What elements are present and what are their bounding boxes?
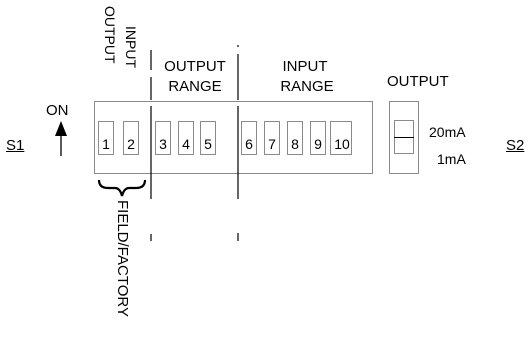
output-right-label: OUTPUT xyxy=(387,73,449,90)
dip-number-3: 3 xyxy=(159,136,167,152)
dip-switch-5[interactable] xyxy=(200,121,216,155)
dip-switch-7[interactable] xyxy=(264,121,280,155)
dip-switch-3[interactable] xyxy=(155,121,171,155)
s1-label: S1 xyxy=(6,137,25,154)
input-range-label-line1: INPUT xyxy=(282,58,328,75)
dip-switch-2[interactable] xyxy=(123,121,139,155)
dip-number-4: 4 xyxy=(182,136,190,152)
dip-number-10: 10 xyxy=(334,136,350,152)
s2-label: S2 xyxy=(506,137,525,154)
dip-switch-8[interactable] xyxy=(287,121,303,155)
1ma-label: 1mA xyxy=(437,151,466,167)
dip-number-9: 9 xyxy=(314,136,322,152)
dip-number-8: 8 xyxy=(291,136,299,152)
dip-switch-1[interactable] xyxy=(98,121,114,155)
field-factory-label: FIELD/FACTORY xyxy=(114,200,131,317)
dip-number-1: 1 xyxy=(102,136,110,152)
dip-switch-4[interactable] xyxy=(178,121,194,155)
dip-number-5: 5 xyxy=(204,136,212,152)
input-range-label-line2: RANGE xyxy=(280,78,334,95)
dip-number-7: 7 xyxy=(268,136,276,152)
dip-number-6: 6 xyxy=(245,136,253,152)
output-range-label-line2: RANGE xyxy=(168,78,222,95)
on-label: ON xyxy=(46,102,69,119)
field-factory-brace-icon xyxy=(97,179,147,197)
dip-switch-9[interactable] xyxy=(310,121,326,155)
s1-dip-switch-frame xyxy=(94,101,373,174)
dip-switch-10[interactable] xyxy=(330,121,352,155)
output-range-label-line1: OUTPUT xyxy=(164,58,226,75)
20ma-label: 20mA xyxy=(429,124,466,140)
dip-number-2: 2 xyxy=(127,136,135,152)
s2-switch-slider xyxy=(394,137,414,138)
dip-switch-6[interactable] xyxy=(241,121,257,155)
on-arrow-icon xyxy=(55,121,67,156)
